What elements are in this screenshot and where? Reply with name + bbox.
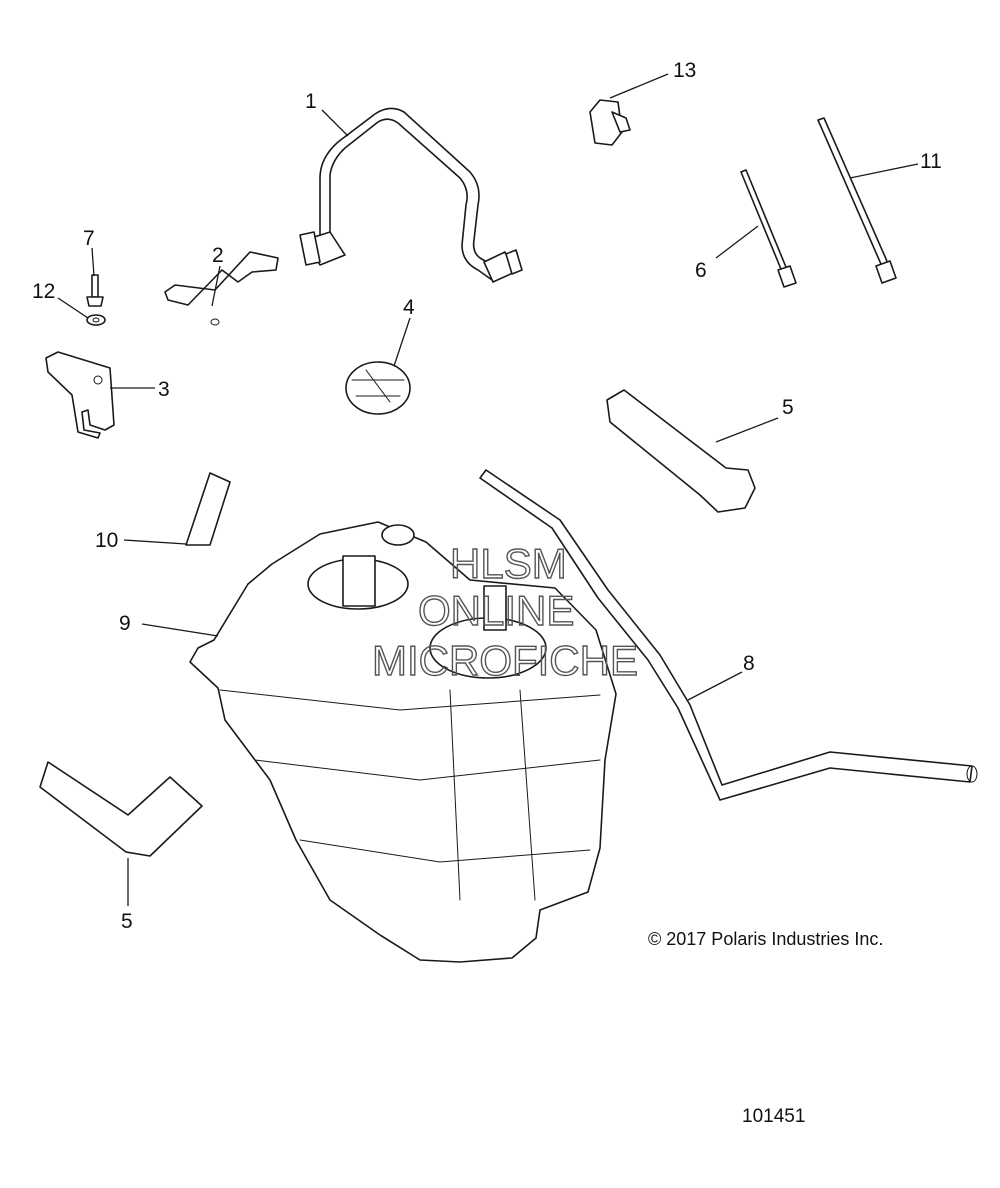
callout-11: 11: [920, 150, 942, 173]
leader-6: [715, 225, 759, 259]
callout-3: 3: [158, 378, 170, 401]
leader-12: [57, 297, 89, 319]
callout-labels: 1 2 3 4 5 5 6 7 8 9 10 11 12 13: [32, 59, 942, 933]
part-12-washer: [86, 314, 106, 326]
part-5-foam-pad-lower: [39, 761, 203, 857]
leader-2: [211, 265, 221, 307]
leader-13: [609, 73, 669, 99]
leader-11: [849, 163, 919, 179]
copyright-notice: © 2017 Polaris Industries Inc.: [648, 929, 884, 949]
callout-6: 6: [695, 259, 707, 282]
part-5-foam-pad-upper: [606, 389, 756, 513]
callout-2: 2: [212, 244, 224, 267]
part-11-cable-tie: [817, 117, 897, 284]
part-13-clip: [589, 99, 631, 146]
leader-4: [393, 317, 411, 367]
part-3-mount-bracket: [45, 351, 115, 439]
callout-7: 7: [83, 227, 95, 250]
callout-1: 1: [305, 90, 317, 113]
part-8-vent-hose: [479, 469, 978, 801]
leader-7: [91, 247, 95, 277]
callout-5-upper: 5: [782, 396, 794, 419]
part-2-bracket: [164, 251, 279, 326]
watermark: HLSM ONLINE MICROFICHE: [371, 539, 638, 684]
leader-9: [141, 623, 219, 637]
leader-8: [687, 671, 743, 701]
callout-9: 9: [119, 612, 131, 635]
watermark-line-3: MICROFICHE: [372, 637, 638, 684]
part-6-cable-tie: [740, 169, 797, 288]
leader-10: [123, 539, 187, 545]
leader-1: [321, 109, 349, 137]
watermark-line-1: HLSM: [450, 540, 567, 587]
callout-13: 13: [673, 59, 696, 82]
figure-number: 101451: [742, 1106, 806, 1127]
part-1-fuel-line: [299, 107, 523, 283]
callout-5-lower: 5: [121, 910, 133, 933]
leader-5a: [715, 417, 779, 443]
part-10-foam-block: [185, 472, 231, 546]
leader-lines: [57, 73, 919, 906]
part-7-bolt: [86, 274, 104, 307]
watermark-line-2: ONLINE: [418, 587, 574, 634]
part-9-fuel-tank: [189, 521, 617, 963]
callout-4: 4: [403, 296, 415, 319]
callout-8: 8: [743, 652, 755, 675]
part-4-fuel-cap: [345, 361, 411, 415]
callout-10: 10: [95, 529, 118, 552]
callout-12: 12: [32, 280, 55, 303]
